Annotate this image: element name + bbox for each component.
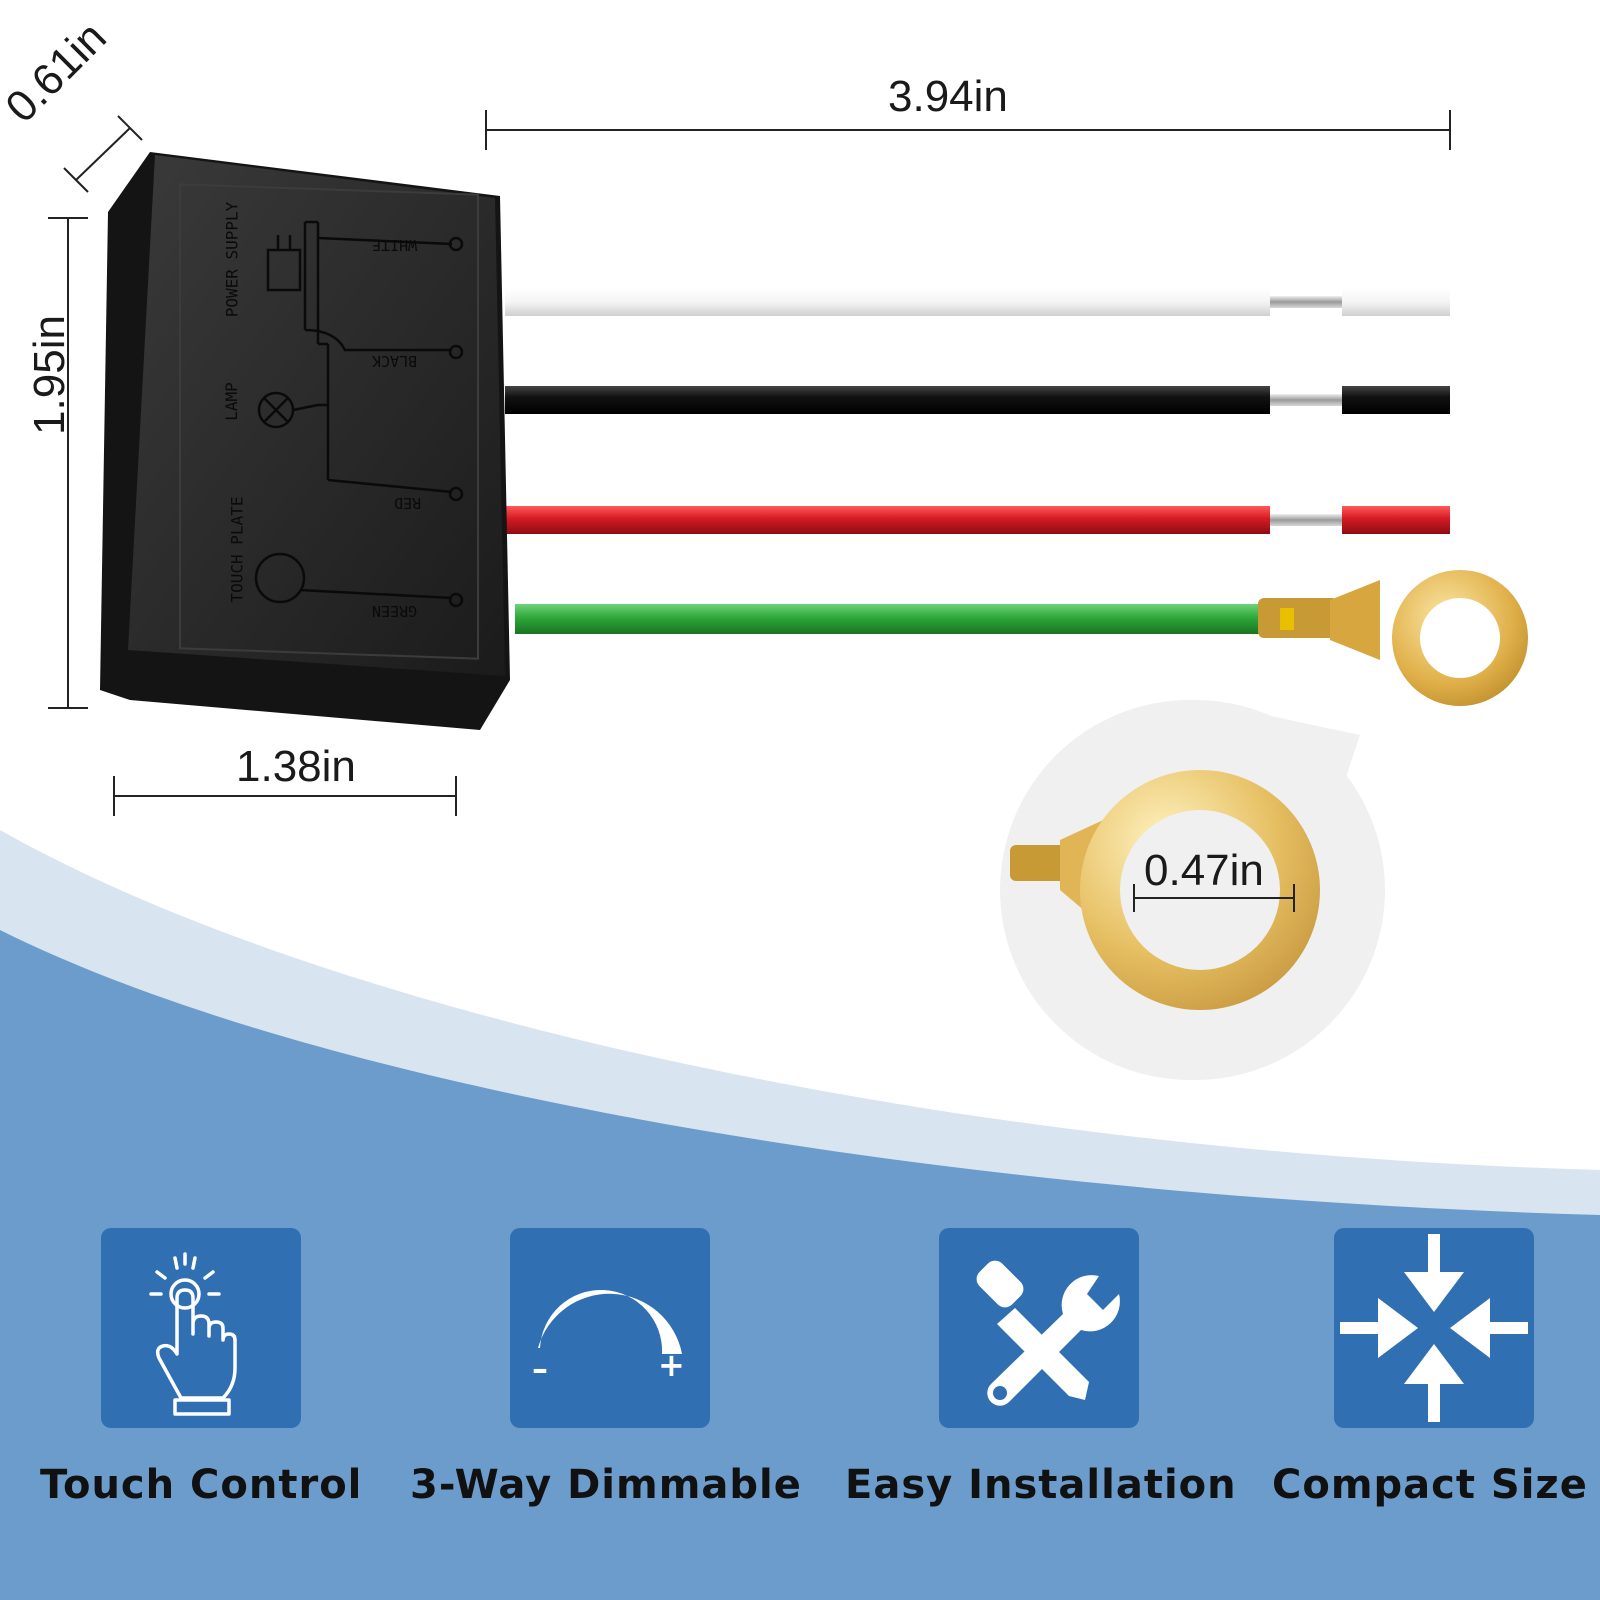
easy-installation-label: Easy Installation <box>845 1462 1237 1508</box>
touch-control-tile <box>101 1228 301 1428</box>
touch-control-module <box>100 152 510 730</box>
tools-icon <box>976 1260 1120 1406</box>
easy-installation-tile <box>939 1228 1139 1428</box>
wires <box>505 288 1528 706</box>
width-dimension-label: 1.38in <box>236 742 356 791</box>
dimension-lines <box>48 110 1451 816</box>
compact-size-label: Compact Size <box>1272 1462 1588 1508</box>
compact-size-tile <box>1334 1228 1534 1428</box>
dimmable-label: 3-Way Dimmable <box>410 1462 802 1508</box>
length-dimension-label: 3.94in <box>888 72 1008 121</box>
touch-control-label: Touch Control <box>40 1462 363 1508</box>
dimmer-arc-icon <box>538 1289 682 1354</box>
ring-diameter-label: 0.47in <box>1144 846 1264 895</box>
touch-hand-icon <box>149 1252 237 1416</box>
dimmer-plus-glyph: + <box>658 1346 685 1384</box>
dimmer-minus-glyph: – <box>532 1350 548 1388</box>
dimmable-tile: – + <box>510 1228 710 1428</box>
ring-terminal-zoom <box>1000 699 1385 1080</box>
compress-arrows-icon <box>1340 1234 1528 1422</box>
